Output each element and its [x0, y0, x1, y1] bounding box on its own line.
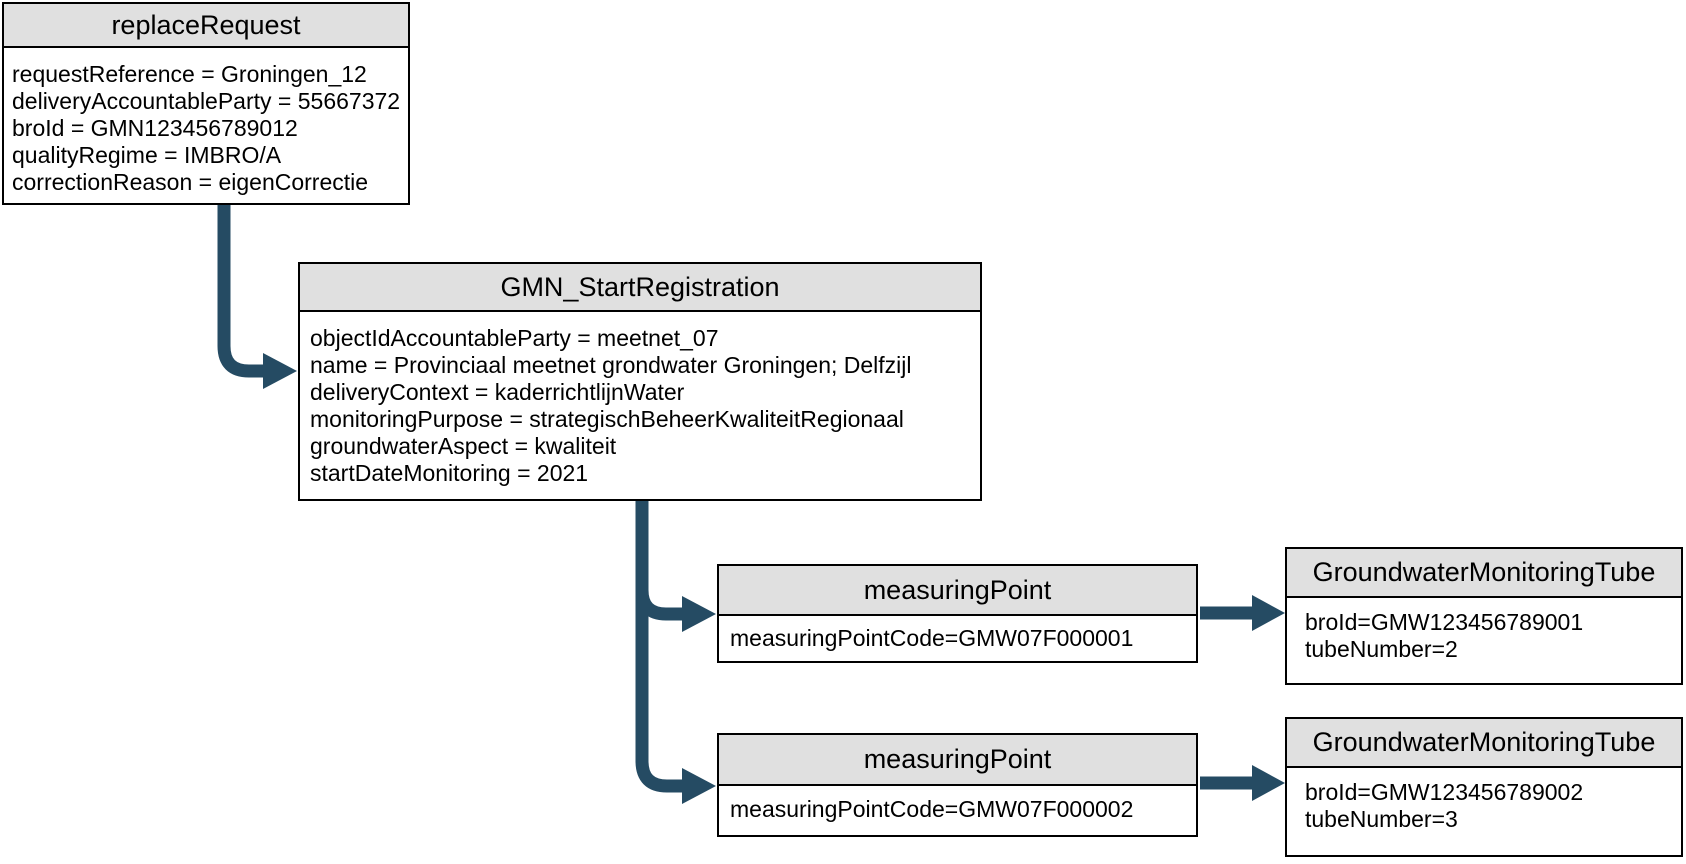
attribute-line: deliveryContext = kaderrichtlijnWater: [310, 379, 685, 405]
arrowhead-icon: [1252, 595, 1285, 631]
node-title: measuringPoint: [719, 735, 1196, 786]
attribute-line: objectIdAccountableParty = meetnet_07: [310, 325, 719, 351]
node-groundwater-monitoring-tube-2: GroundwaterMonitoringTube broId=GMW12345…: [1285, 717, 1683, 857]
node-attributes: objectIdAccountableParty = meetnet_07 na…: [300, 312, 980, 487]
node-attributes: requestReference = Groningen_12 delivery…: [4, 48, 408, 196]
node-measuring-point-1: measuringPoint measuringPointCode=GMW07F…: [717, 564, 1198, 663]
arrowhead-icon: [682, 768, 716, 804]
attribute-line: requestReference = Groningen_12: [12, 61, 367, 87]
attribute-line: groundwaterAspect = kwaliteit: [310, 433, 617, 459]
connector-gmn-to-measuringpoint-1: [635, 560, 716, 632]
node-attributes: measuringPointCode=GMW07F000002: [719, 786, 1196, 833]
attribute-line: broId = GMN123456789012: [12, 115, 298, 141]
attribute-line: measuringPointCode=GMW07F000002: [730, 796, 1134, 822]
attribute-line: qualityRegime = IMBRO/A: [12, 142, 282, 168]
arrowhead-icon: [263, 353, 297, 389]
node-title: GroundwaterMonitoringTube: [1287, 719, 1681, 768]
connector-gmn-to-measuringpoint-2: [635, 500, 716, 804]
attribute-line: broId=GMW123456789001: [1305, 609, 1584, 635]
node-measuring-point-2: measuringPoint measuringPointCode=GMW07F…: [717, 733, 1198, 837]
connector-replacerequest-to-gmn: [217, 203, 297, 389]
node-groundwater-monitoring-tube-1: GroundwaterMonitoringTube broId=GMW12345…: [1285, 547, 1683, 685]
node-title: replaceRequest: [4, 4, 408, 48]
attribute-line: startDateMonitoring = 2021: [310, 460, 589, 486]
attribute-line: correctionReason = eigenCorrectie: [12, 169, 369, 195]
attribute-line: deliveryAccountableParty = 55667372: [12, 88, 401, 114]
connector-measuringpoint2-to-tube2: [1200, 765, 1285, 801]
node-attributes: measuringPointCode=GMW07F000001: [719, 616, 1196, 661]
attribute-line: monitoringPurpose = strategischBeheerKwa…: [310, 406, 904, 432]
node-title: measuringPoint: [719, 566, 1196, 616]
connector-measuringpoint1-to-tube1: [1200, 595, 1285, 631]
node-attributes: broId=GMW123456789002 tubeNumber=3: [1287, 768, 1681, 833]
node-title: GMN_StartRegistration: [300, 264, 980, 312]
arrowhead-icon: [682, 596, 716, 632]
node-replace-request: replaceRequest requestReference = Gronin…: [2, 2, 410, 205]
node-gmn-startregistration: GMN_StartRegistration objectIdAccountabl…: [298, 262, 982, 501]
attribute-line: name = Provinciaal meetnet grondwater Gr…: [310, 352, 912, 378]
attribute-line: broId=GMW123456789002: [1305, 779, 1584, 805]
attribute-line: tubeNumber=2: [1305, 636, 1458, 662]
arrowhead-icon: [1252, 765, 1285, 801]
node-attributes: broId=GMW123456789001 tubeNumber=2: [1287, 598, 1681, 663]
node-title: GroundwaterMonitoringTube: [1287, 549, 1681, 598]
attribute-line: measuringPointCode=GMW07F000001: [730, 625, 1134, 651]
attribute-line: tubeNumber=3: [1305, 806, 1458, 832]
